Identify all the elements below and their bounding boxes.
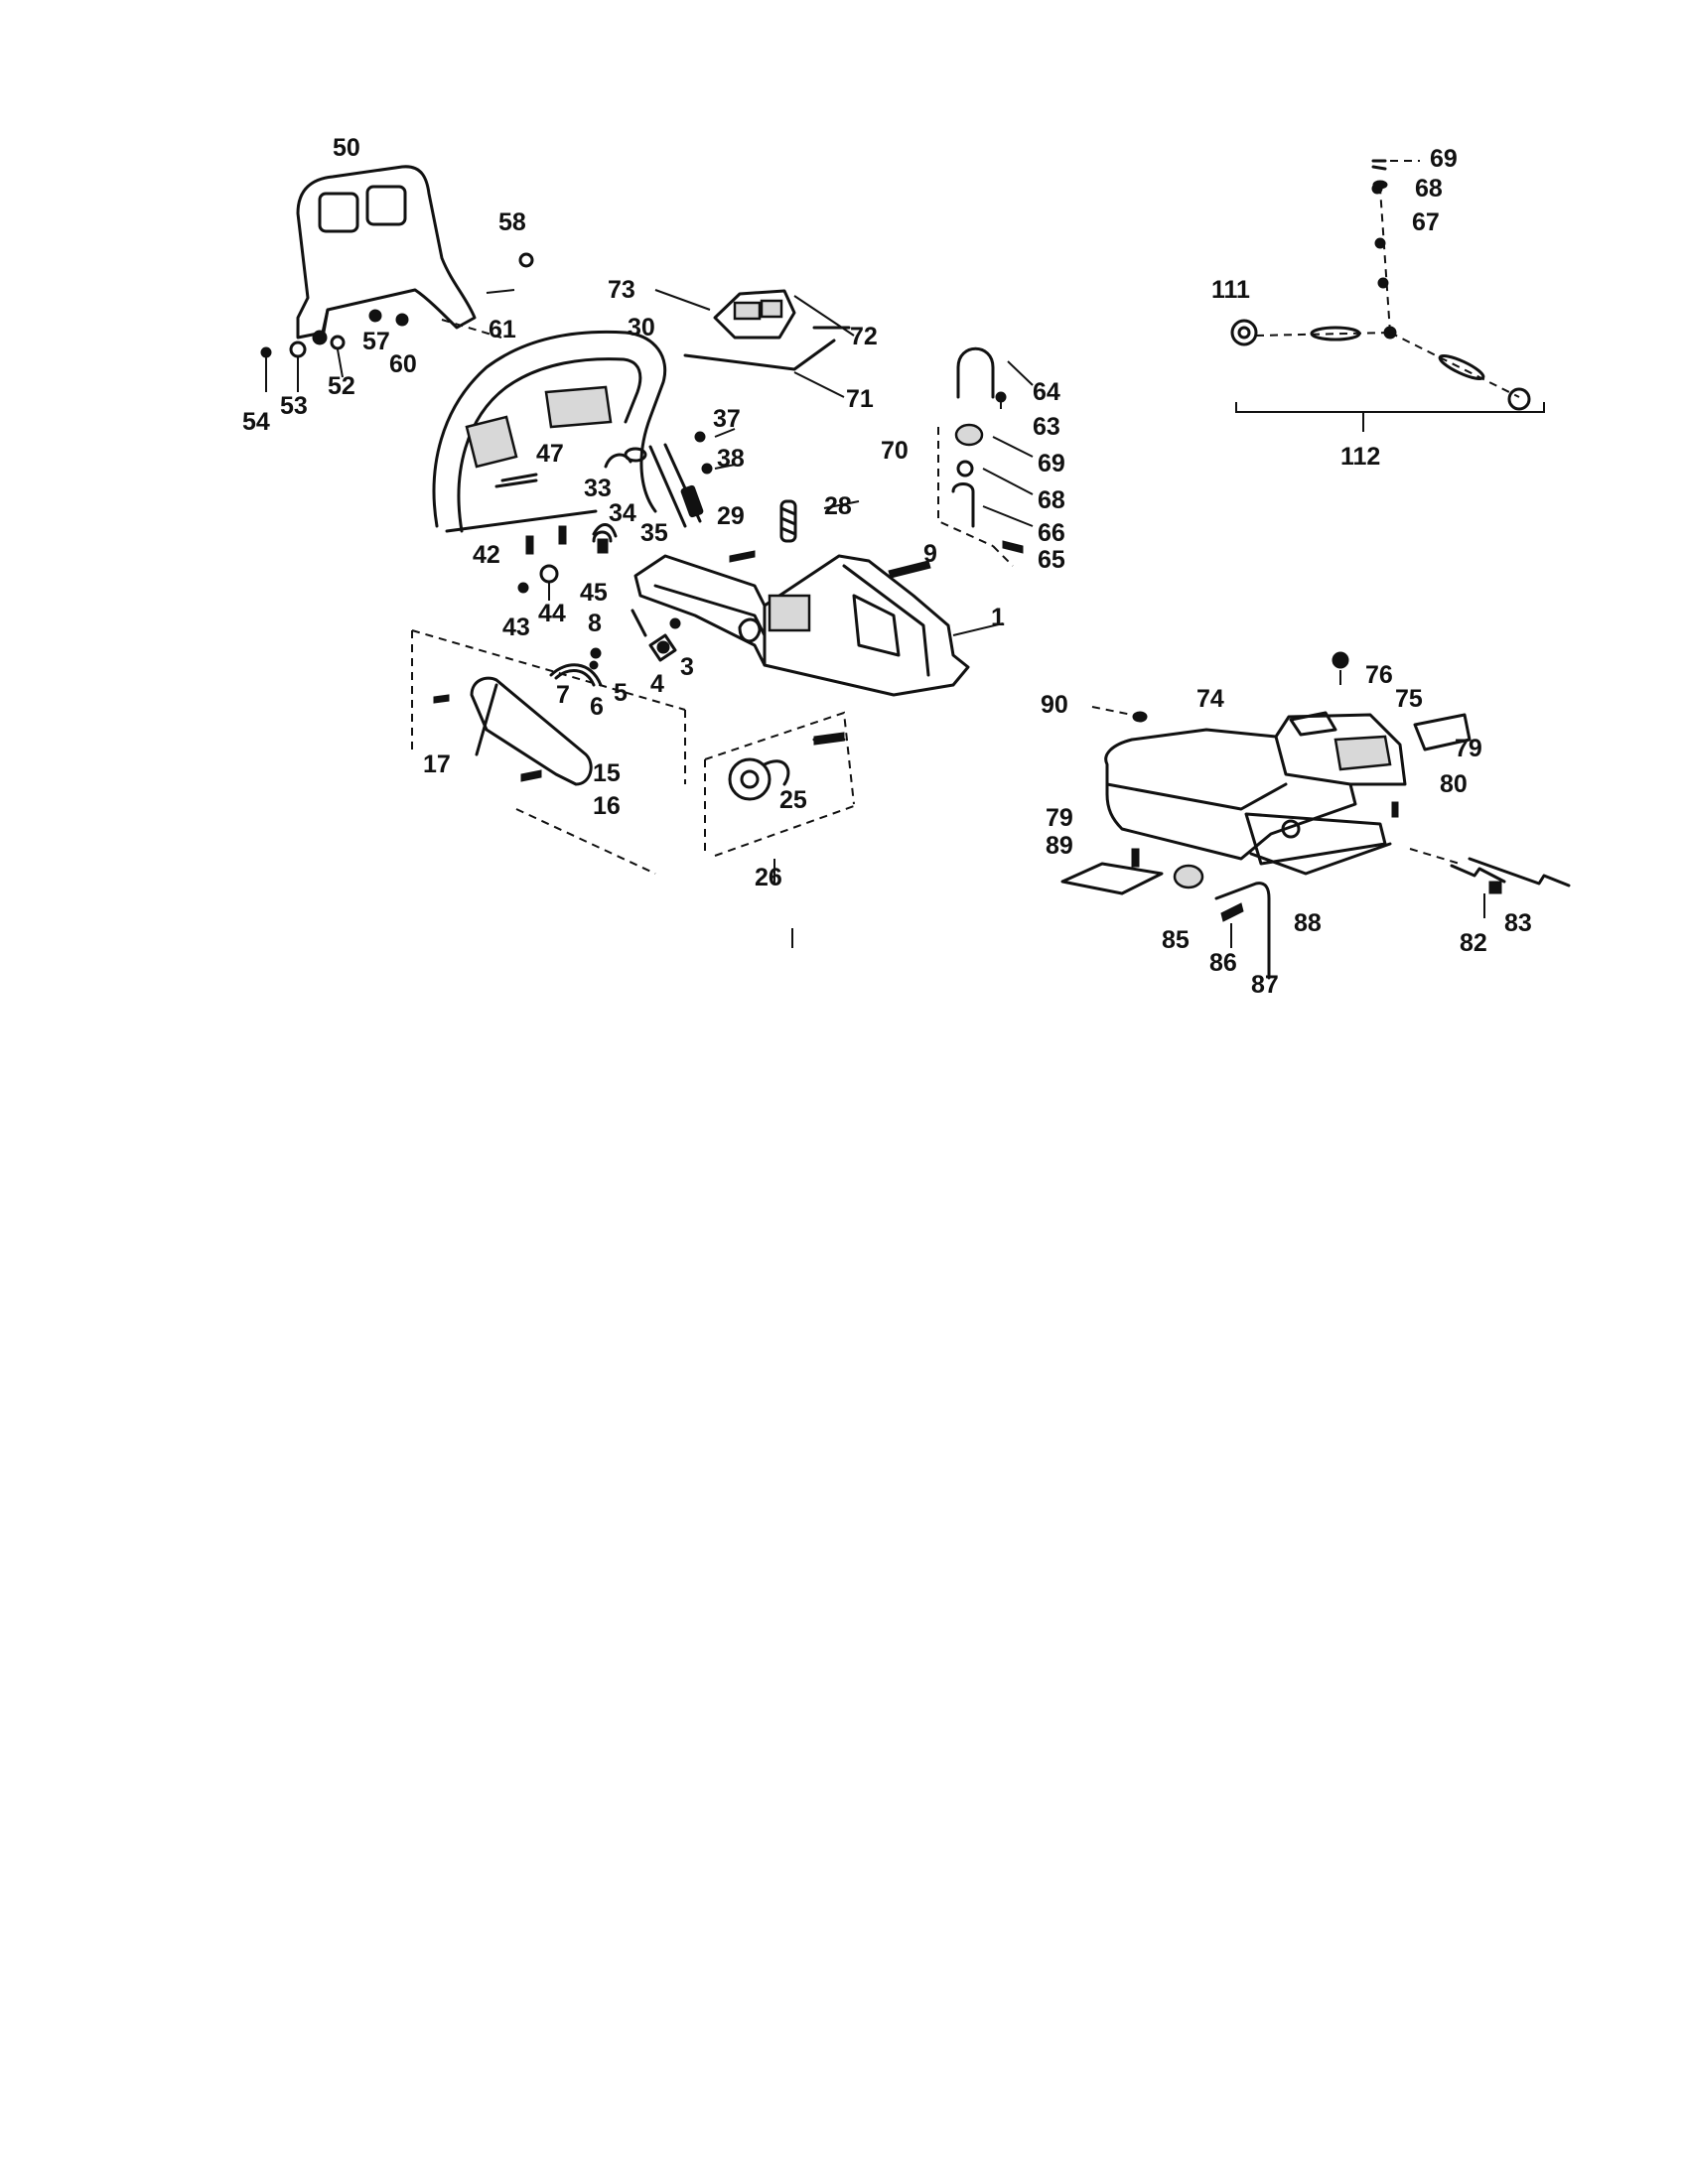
label-6: 6 xyxy=(590,693,604,721)
guard-hardware-parts xyxy=(260,252,534,392)
label-1: 1 xyxy=(991,604,1005,631)
label-63: 63 xyxy=(1033,413,1060,441)
label-88: 88 xyxy=(1294,909,1322,937)
label-26: 26 xyxy=(755,864,782,891)
label-69: 69 xyxy=(1430,145,1458,173)
label-50: 50 xyxy=(333,134,360,162)
label-87: 87 xyxy=(1251,971,1279,999)
label-76: 76 xyxy=(1365,661,1393,689)
label-74: 74 xyxy=(1196,685,1224,713)
label-75: 75 xyxy=(1395,685,1423,713)
label-90: 90 xyxy=(1041,691,1068,719)
label-58: 58 xyxy=(498,208,526,236)
label-67: 67 xyxy=(1412,208,1440,236)
label-29: 29 xyxy=(717,502,745,530)
label-3: 3 xyxy=(680,653,694,681)
label-5: 5 xyxy=(614,679,628,707)
label-64: 64 xyxy=(1033,378,1060,406)
label-79-right: 79 xyxy=(1455,735,1482,762)
front-handle-part-30 xyxy=(432,330,667,533)
label-52: 52 xyxy=(328,372,355,400)
label-9: 9 xyxy=(923,540,937,568)
label-73: 73 xyxy=(608,276,635,304)
label-83: 83 xyxy=(1504,909,1532,937)
label-68: 68 xyxy=(1415,175,1443,203)
label-72: 72 xyxy=(850,323,878,350)
label-4: 4 xyxy=(650,670,664,698)
label-57: 57 xyxy=(362,328,390,355)
label-66: 66 xyxy=(1038,519,1065,547)
label-35: 35 xyxy=(640,519,668,547)
label-79-left: 79 xyxy=(1046,804,1073,832)
label-69-hook: 69 xyxy=(1038,450,1065,478)
part-number-labels: 50 58 61 57 60 52 53 54 30 73 72 71 37 3… xyxy=(242,134,1532,999)
label-7: 7 xyxy=(556,681,570,709)
label-60: 60 xyxy=(389,350,417,378)
label-111: 111 xyxy=(1211,276,1250,304)
label-65: 65 xyxy=(1038,546,1065,574)
label-44: 44 xyxy=(538,600,566,627)
label-89: 89 xyxy=(1046,832,1073,860)
label-112: 112 xyxy=(1340,443,1380,471)
label-30: 30 xyxy=(628,314,655,341)
hook-assembly-parts-63-70 xyxy=(937,346,1034,567)
label-86: 86 xyxy=(1209,949,1237,977)
label-61: 61 xyxy=(489,316,516,343)
cover-small-parts xyxy=(1060,706,1571,980)
trigger-small-parts xyxy=(517,525,681,687)
label-47: 47 xyxy=(536,440,564,468)
label-53: 53 xyxy=(280,392,308,420)
main-housing-part-1 xyxy=(633,554,1004,697)
rear-handle-group-15-16-17 xyxy=(411,629,686,875)
label-28: 28 xyxy=(824,492,852,520)
label-33: 33 xyxy=(584,475,612,502)
label-15: 15 xyxy=(593,759,621,787)
label-17: 17 xyxy=(423,751,451,778)
label-38: 38 xyxy=(717,445,745,473)
label-43: 43 xyxy=(502,614,530,641)
label-37: 37 xyxy=(713,405,741,433)
label-85: 85 xyxy=(1162,926,1190,954)
label-25: 25 xyxy=(779,786,807,814)
label-45: 45 xyxy=(580,579,608,607)
housing-small-parts xyxy=(729,499,931,579)
handle-hardware-parts xyxy=(494,428,736,538)
label-34: 34 xyxy=(609,499,636,527)
label-54: 54 xyxy=(242,408,270,436)
knob-group-25-26 xyxy=(704,711,855,948)
label-82: 82 xyxy=(1460,929,1487,957)
label-16: 16 xyxy=(593,792,621,820)
label-70: 70 xyxy=(881,437,909,465)
filter-cover-part-73 xyxy=(654,289,855,398)
label-42: 42 xyxy=(473,541,500,569)
label-8: 8 xyxy=(588,610,602,637)
label-68-hook: 68 xyxy=(1038,486,1065,514)
label-71: 71 xyxy=(846,385,874,413)
label-80: 80 xyxy=(1440,770,1468,798)
engine-cover-parts-74-75-88 xyxy=(1104,651,1472,876)
tool-chain-assembly-111-112 xyxy=(1230,159,1545,432)
hand-guard-part-50 xyxy=(296,165,477,345)
